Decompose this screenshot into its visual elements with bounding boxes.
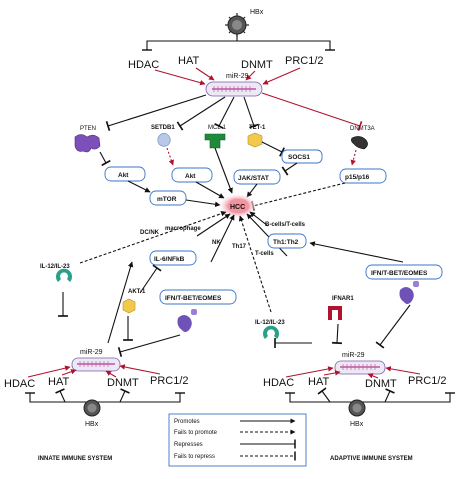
il12-right-receptor-icon [262, 325, 279, 339]
bl-dnmt-label: DNMT [107, 377, 139, 389]
setdb1-protein-icon [157, 132, 171, 147]
il12-left-label: IL-12/IL-23 [40, 264, 70, 270]
pten-label: PTEN [80, 126, 96, 132]
hcc-tumor-icon [218, 193, 258, 219]
akt-box-left: Akt [104, 166, 146, 182]
il6-nfkb-box: IL-6/NFkB [149, 250, 197, 266]
il12-left-receptor-icon [56, 268, 72, 282]
akt1-immune-label: AKT-1 [128, 289, 146, 295]
legend: Promotes Fails to promote Represses Fail… [168, 413, 307, 467]
tet1-protein-icon [247, 132, 263, 148]
br-dnmt-label: DNMT [365, 378, 397, 390]
mcl1-label: MCL-1 [208, 125, 227, 131]
ifn-left-label: IFN/T-BET/EOMES [165, 295, 222, 302]
th1th2-label: Th1:Th2 [273, 239, 299, 246]
hbx-virus-icon [225, 13, 249, 37]
bcells-label: B-cells/T-cells [265, 222, 306, 228]
innate-system-label: INNATE IMMUNE SYSTEM [38, 456, 112, 462]
br-prc-label: PRC1/2 [408, 375, 447, 387]
top-prc-label: PRC1/2 [285, 55, 324, 67]
p15-box: p15/p16 [339, 168, 387, 184]
top-dnmt-label: DNMT [241, 59, 273, 71]
top-mir-label: miR-29 [226, 73, 249, 80]
hcc-label: HCC [230, 204, 245, 211]
br-hbx-virus-icon [348, 399, 366, 417]
bl-hdac-label: HDAC [4, 378, 35, 390]
socs1-box: SOCS1 [281, 149, 323, 164]
socs1-label: SOCS1 [288, 154, 310, 161]
jakstat-box: JAK/STAT [233, 169, 281, 185]
bl-mir-label: miR-29 [80, 349, 103, 356]
th17-label: Th17 [232, 244, 247, 250]
pten-protein-icon [74, 134, 101, 153]
jakstat-label: JAK/STAT [238, 175, 269, 182]
top-mirna-icon [205, 81, 263, 97]
br-mir-label: miR-29 [342, 352, 365, 359]
adaptive-system-label: ADAPTIVE IMMUNE SYSTEM [330, 456, 413, 462]
il12-right-label: IL-12/IL-23 [255, 320, 285, 326]
mtor-label: mTOR [157, 196, 177, 203]
akt-box-middle: Akt [171, 167, 213, 183]
tet1-label: TET-1 [249, 125, 266, 131]
bl-hbx-virus-icon [83, 399, 101, 417]
br-hbx-label: HBx [350, 421, 364, 428]
br-hdac-label: HDAC [263, 377, 294, 389]
il6-label: IL-6/NFkB [154, 256, 185, 263]
tcells-label: T-cells [255, 251, 274, 257]
legend-fails-promote: Fails to promote [174, 430, 218, 436]
br-hat-label: HAT [308, 376, 329, 388]
top-hdac-label: HDAC [128, 59, 159, 71]
ifn-right-label: IFN/T-BET/EOMES [371, 270, 428, 277]
legend-promotes: Promotes [174, 419, 200, 425]
ifn-left-box: IFN/T-BET/EOMES [159, 289, 237, 305]
ifnar1-receptor-icon [328, 306, 342, 320]
br-mirna-icon [334, 360, 386, 375]
p15-label: p15/p16 [345, 174, 370, 181]
dcnk-label: DC/NK [140, 230, 160, 236]
akt1-protein-icon [122, 298, 136, 314]
ifn-right-box: IFN/T-BET/EOMES [365, 264, 443, 280]
bl-prc-label: PRC1/2 [150, 375, 189, 387]
bl-hbx-label: HBx [85, 421, 99, 428]
akt-left-label: Akt [118, 172, 129, 179]
nk-label: NK [212, 240, 221, 246]
legend-fails-repress: Fails to repress [174, 454, 215, 460]
dnmt3a-label: DNMT3A [350, 126, 375, 132]
top-hbx-label: HBx [250, 9, 264, 16]
dnmt3a-protein-icon [351, 136, 368, 150]
top-hat-label: HAT [178, 55, 199, 67]
akt-middle-label: Akt [185, 173, 196, 180]
bl-mirna-icon [71, 357, 121, 372]
bl-hat-label: HAT [48, 376, 69, 388]
ifn-right-receptor-icon [399, 281, 419, 304]
mcl1-protein-icon [204, 133, 226, 149]
ifnar1-label: IFNAR1 [332, 296, 354, 302]
mtor-box: mTOR [149, 190, 187, 206]
macrophage-label: macrophage [165, 226, 201, 232]
legend-represses: Represses [174, 442, 203, 448]
ifn-left-receptor-icon [177, 309, 197, 332]
setdb1-label: SETDB1 [151, 125, 175, 131]
th1th2-box: Th1:Th2 [267, 233, 307, 249]
